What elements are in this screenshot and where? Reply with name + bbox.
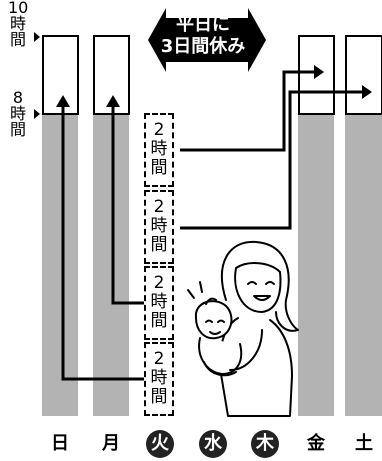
banner-line1: 平日に [176, 14, 230, 35]
hour-block-unit1: 時 [150, 292, 168, 312]
hour-block-2: 2 時 間 [144, 190, 174, 264]
bar-sun [42, 114, 78, 416]
arrow-to-sun [61, 104, 144, 381]
bar-sat [345, 114, 382, 416]
hour-block-3: 2 時 間 [144, 266, 174, 340]
label-10-unit2: 間 [9, 30, 26, 49]
day-wed-off: 水 [199, 430, 227, 458]
arrowhead-fri-icon [314, 65, 324, 79]
hour-block-num: 2 [153, 273, 165, 293]
label-10-num: 10 [8, 0, 29, 17]
hour-block-unit2: 間 [150, 311, 168, 331]
hour-block-unit1: 時 [150, 139, 168, 159]
label-8-num: 8 [12, 88, 24, 107]
hour-block-unit2: 間 [150, 387, 168, 407]
hour-block-1: 2 時 間 [144, 113, 174, 187]
day-sun: 日 [51, 433, 69, 454]
label-8-unit1: 時 [9, 104, 26, 123]
day-tue-off: 火 [146, 430, 174, 458]
label-8-hours: 8 時 間 [8, 90, 28, 138]
hour-block-unit1: 時 [150, 216, 168, 236]
day-mon: 月 [102, 433, 120, 454]
banner-double-arrow [148, 8, 266, 72]
hour-block-num: 2 [153, 197, 165, 217]
hour-block-num: 2 [153, 120, 165, 140]
arrowhead-sat-icon [362, 85, 372, 99]
arrowhead-mon-icon [106, 95, 120, 107]
box-sat [345, 35, 382, 115]
arrow-to-fri [180, 70, 316, 152]
label-10-hours: 10 時 間 [8, 0, 28, 48]
hour-block-unit2: 間 [150, 158, 168, 178]
hour-block-unit1: 時 [150, 368, 168, 388]
day-sat: 土 [355, 433, 373, 454]
hour-block-num: 2 [153, 349, 165, 369]
day-fri: 金 [307, 433, 325, 454]
bar-fri [298, 114, 334, 416]
day-thu-off: 木 [251, 430, 279, 458]
pointer-8h-icon [34, 109, 40, 119]
bar-mon [93, 114, 129, 416]
banner-text: 平日に 3日間休み [158, 14, 248, 58]
arrow-to-mon [111, 104, 144, 305]
mother-baby-illustration [187, 240, 299, 417]
hour-block-4: 2 時 間 [144, 342, 174, 416]
label-10-unit1: 時 [9, 14, 26, 33]
arrow-to-sat [180, 90, 364, 230]
label-8-unit2: 間 [9, 120, 26, 139]
pointer-10h-icon [34, 32, 40, 42]
hour-block-unit2: 間 [150, 235, 168, 255]
banner-line2: 3日間休み [160, 36, 246, 57]
arrowhead-sun-icon [56, 95, 70, 107]
